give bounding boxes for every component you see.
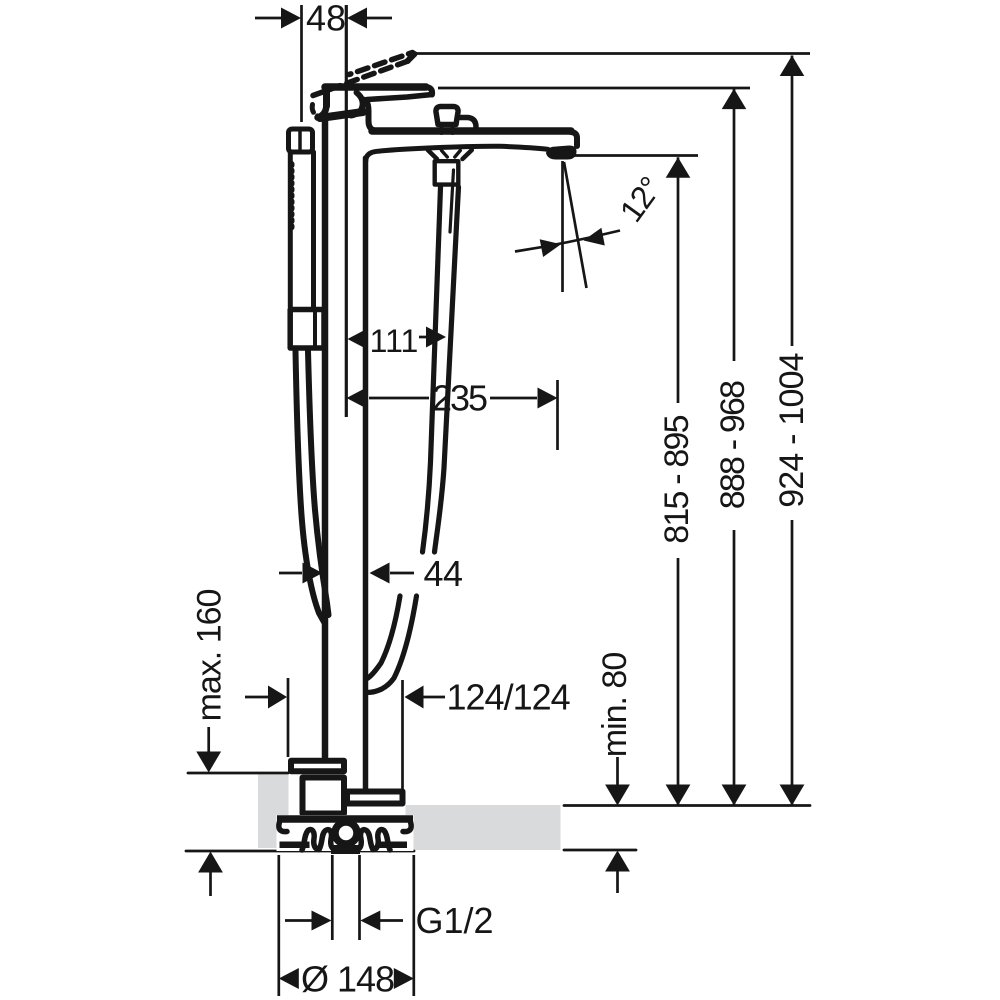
svg-text:max. 160: max. 160 <box>191 589 229 721</box>
svg-text:235: 235 <box>432 378 487 419</box>
svg-text:48: 48 <box>306 0 346 39</box>
svg-text:min. 80: min. 80 <box>596 653 634 758</box>
svg-text:G1/2: G1/2 <box>416 900 494 941</box>
svg-text:124/124: 124/124 <box>447 677 570 718</box>
svg-text:815 - 895: 815 - 895 <box>658 415 696 543</box>
svg-text:44: 44 <box>423 553 462 594</box>
svg-text:888 - 968: 888 - 968 <box>714 381 752 509</box>
svg-text:Ø 148: Ø 148 <box>301 959 394 1000</box>
svg-text:111: 111 <box>370 323 419 359</box>
svg-text:924 - 1004: 924 - 1004 <box>773 353 811 508</box>
